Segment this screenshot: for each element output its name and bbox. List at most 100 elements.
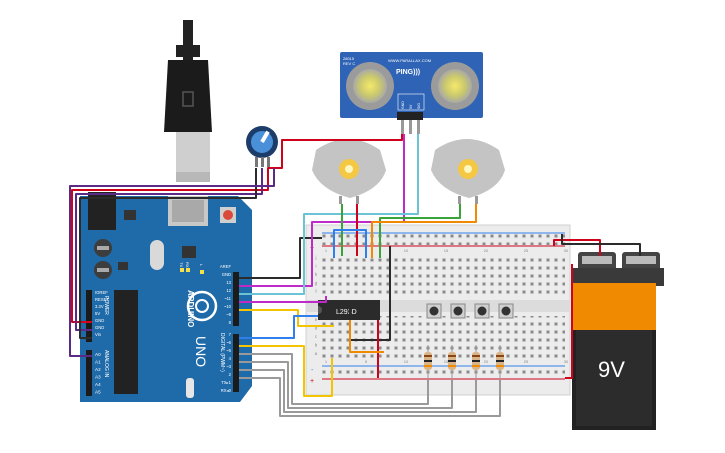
breadboard-col-label: 15 [444, 248, 449, 253]
digital-pin-label: 2 [229, 372, 232, 377]
wire-yellow-6 [239, 345, 333, 397]
arduino-rx-label: RX [185, 262, 190, 268]
digital-pin-label: ~10 [224, 304, 232, 309]
push-button-1[interactable] [426, 303, 442, 319]
wire-gray-2 [239, 377, 501, 417]
analog-pin-label: A1 [95, 360, 101, 365]
push-button-4[interactable] [498, 303, 514, 319]
power-pin-label: RESET [95, 297, 109, 302]
breadboard-row-label: f [315, 289, 317, 294]
arduino-analog-label: ANALOG IN [103, 350, 109, 378]
battery-label: 9V [598, 357, 625, 382]
sensor-rev: REV C [343, 61, 355, 66]
analog-pin-label: A3 [95, 375, 101, 380]
power-pin-label: IOREF [95, 290, 108, 295]
analog-pin-label: A2 [95, 367, 101, 372]
digital-pin-label: 4 [229, 356, 232, 361]
resistor-2[interactable] [448, 345, 456, 380]
wire-magenta-10 [239, 296, 327, 303]
digital-pin-label: 7 [229, 332, 232, 337]
wire-gray-3 [239, 369, 477, 413]
resistor-1[interactable] [424, 345, 432, 380]
breadboard-col-label: 15 [444, 359, 449, 364]
breadboard-col-label: 10 [404, 248, 409, 253]
breadboard-row-label: g [315, 281, 318, 286]
wire-blue-chip [333, 229, 367, 258]
breadboard-col-label: 25 [524, 359, 529, 364]
sensor-brand: PING))) [396, 69, 420, 76]
dc-motor-right[interactable] [431, 139, 505, 204]
breadboard-row-label: a [315, 351, 318, 356]
wire-red-batt-bottom [565, 264, 573, 379]
breadboard-col-label: 1 [325, 359, 328, 364]
analog-pin-label: A0 [95, 352, 101, 357]
breadboard-row-label: h [315, 272, 318, 277]
breadboard-col-label: 5 [365, 359, 368, 364]
wire-orange-chip [349, 320, 384, 353]
breadboard-col-label: 20 [484, 248, 489, 253]
arduino-model: UNO [193, 336, 209, 367]
digital-pin-label: 12 [226, 288, 231, 293]
digital-pin-label: 8 [229, 320, 232, 325]
sensor-pin-5v: 5V [409, 104, 413, 109]
breadboard-col-label: 20 [484, 359, 489, 364]
power-pin-label: 3.3V [95, 304, 104, 309]
wire-green-motor2 [379, 204, 461, 258]
breadboard-row-label: j [315, 255, 317, 260]
breadboard-col-label: 10 [404, 359, 409, 364]
wire-yellow-9 [239, 309, 334, 327]
breadboard-row-label: i [316, 264, 317, 269]
breadboard-col-label: 30 [564, 248, 569, 253]
wire-gray-4 [239, 361, 453, 409]
battery-9v[interactable] [572, 252, 664, 430]
sensor-pin-gnd: GND [401, 101, 405, 109]
wire-blue-7 [239, 315, 318, 339]
sensor-url: WWW.PARALLAX.COM [388, 58, 431, 63]
breadboard-row-label: b [315, 343, 318, 348]
sensor-model: 28015 [343, 56, 355, 61]
digital-pin-label: ~3 [226, 364, 231, 369]
digital-pin-label: AREF [220, 264, 232, 269]
arduino-digital-label: DIGITAL (PWM~) [219, 333, 225, 372]
rail-minus-bottom: - [311, 367, 314, 374]
digital-pin-label: RX◂0 [221, 388, 232, 393]
ping-sensor[interactable] [340, 52, 483, 134]
wire-black-batt [561, 234, 641, 256]
arduino-uno[interactable] [80, 192, 252, 402]
power-pin-label: 5V [95, 311, 100, 316]
arduino-l-label: L [199, 264, 204, 267]
wire-magenta-12 [239, 134, 405, 287]
digital-pin-label: ~5 [226, 348, 231, 353]
sensor-pin-sig: SIG [417, 103, 421, 109]
usb-cable [164, 20, 212, 182]
push-button-3[interactable] [474, 303, 490, 319]
l293d-label: L293D [336, 309, 357, 316]
push-button-2[interactable] [450, 303, 466, 319]
breadboard-row-label: e [315, 317, 318, 322]
dc-motor-left[interactable] [312, 139, 386, 204]
digital-pin-label: ~6 [226, 340, 231, 345]
digital-pin-label: ~11 [224, 296, 231, 301]
analog-pin-label: A5 [95, 390, 101, 395]
potentiometer[interactable] [246, 126, 278, 167]
arduino-power-label: POWER [103, 296, 109, 315]
breadboard-col-label: 30 [564, 359, 569, 364]
resistor-4[interactable] [496, 345, 504, 380]
breadboard-col-label: 25 [524, 248, 529, 253]
wire-purple-a0 [69, 168, 275, 357]
power-pin-label: Vin [95, 332, 102, 337]
analog-pin-label: A4 [95, 382, 101, 387]
rail-plus-bottom: + [310, 378, 314, 385]
wire-red-5v [71, 134, 403, 323]
arduino-tx-label: TX [179, 262, 184, 267]
resistor-3[interactable] [472, 345, 480, 380]
breadboard-col-label: 1 [325, 248, 328, 253]
breadboard-row-label: c [315, 334, 318, 339]
power-pin-label: GND [95, 325, 104, 330]
